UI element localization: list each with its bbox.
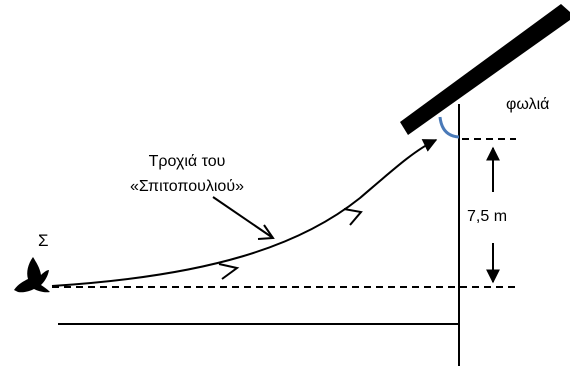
height-label: 7,5 m xyxy=(467,208,507,225)
bird-silhouette-icon xyxy=(14,257,50,293)
trajectory-label-line2: «Σπιτοπουλιού» xyxy=(130,178,244,195)
roof-beam xyxy=(400,4,570,135)
trajectory-chevron-2 xyxy=(343,208,363,226)
point-label: Σ xyxy=(38,231,49,250)
label-pointer-arrow xyxy=(212,196,274,239)
trajectory-chevron-1 xyxy=(218,263,240,280)
trajectory-label-line1: Τροχιά του xyxy=(149,153,226,170)
nest-label: φωλιά xyxy=(506,96,549,113)
label-pointer-arrowhead xyxy=(257,224,275,240)
nest-arc xyxy=(438,116,460,139)
trajectory-curve xyxy=(51,139,438,287)
